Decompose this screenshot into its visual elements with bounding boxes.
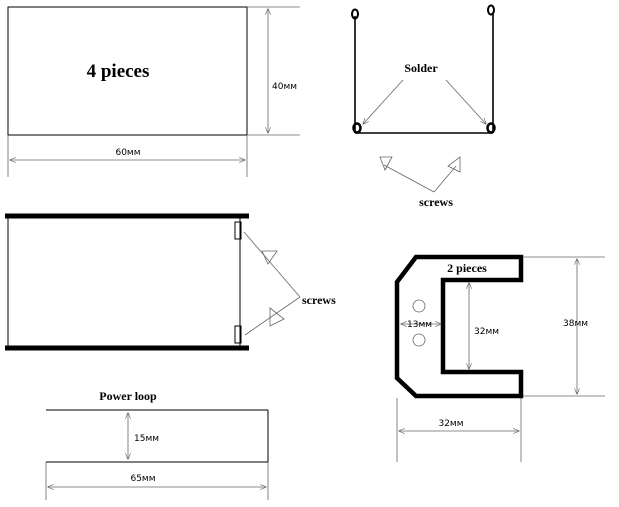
- solder-view-drawing: Solder screws: [351, 4, 496, 209]
- plate-drawing: 4 pieces 40мм 60мм: [7, 6, 300, 177]
- solder-point-top-right: [487, 4, 495, 16]
- side-screw-bottom: [234, 325, 242, 344]
- bracket-inner-height-dim: 32мм: [474, 327, 499, 337]
- bracket-hole-upper: [412, 299, 426, 313]
- plate-width-dim: 60мм: [115, 148, 140, 158]
- bracket-label: 2 pieces: [447, 261, 487, 275]
- screw-icon-right: [447, 156, 461, 173]
- side-screws-label: screws: [302, 293, 336, 307]
- solder-screws-label: screws: [419, 195, 453, 209]
- solder-leader-left: [363, 79, 404, 124]
- bracket-inner-dim: 13мм: [407, 320, 432, 330]
- plate-label: 4 pieces: [87, 61, 150, 82]
- side-screw-top: [234, 221, 242, 240]
- screw-icon-left: [379, 156, 393, 171]
- power-loop-label: Power loop: [99, 389, 157, 403]
- side-view-drawing: screws: [5, 213, 336, 351]
- solder-point-top-left: [351, 8, 359, 20]
- solder-point-bottom-right: [486, 122, 496, 134]
- solder-leader-right: [445, 79, 486, 124]
- bracket-height-dim: 38мм: [563, 319, 588, 329]
- screw-icon-upper: [261, 250, 278, 265]
- plate-rect: [7, 6, 248, 136]
- solder-point-bottom-left: [352, 122, 362, 134]
- screws-leader-lower: [244, 296, 301, 336]
- loop-height-dim: 15мм: [134, 434, 159, 444]
- power-loop-drawing: Power loop 15мм 65мм: [45, 389, 269, 500]
- bracket-width-dim: 32мм: [438, 419, 463, 429]
- bracket-hole-lower: [412, 333, 426, 347]
- loop-width-dim: 65мм: [130, 474, 155, 484]
- screws-leader-left: [383, 164, 435, 193]
- screw-icon-lower: [269, 307, 285, 327]
- bracket-shape: [394, 254, 524, 399]
- bracket-drawing: 2 pieces 13мм 32мм 38мм 32мм: [394, 254, 605, 462]
- plate-height-dim: 40мм: [272, 82, 297, 92]
- screws-leader-upper: [243, 231, 301, 298]
- screws-leader-right: [433, 165, 457, 193]
- solder-label: Solder: [404, 61, 438, 75]
